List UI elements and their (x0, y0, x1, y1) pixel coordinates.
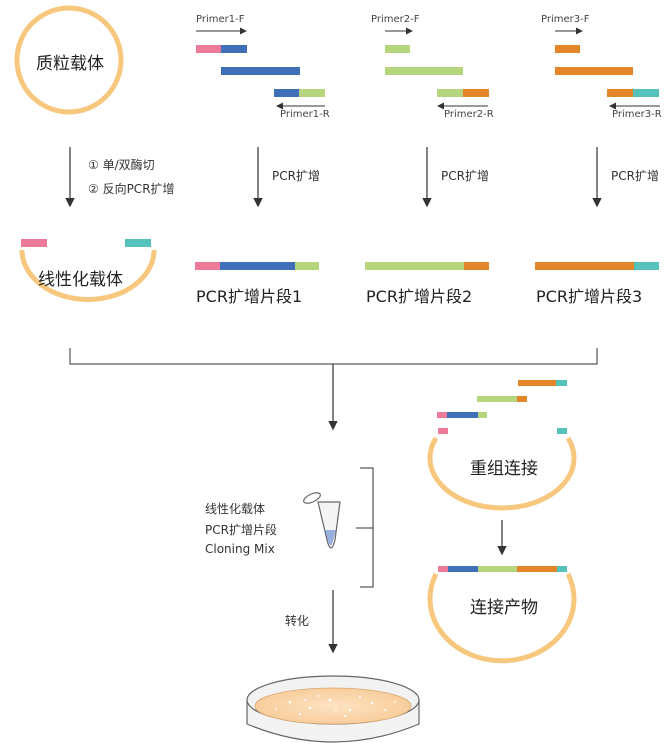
assembly-frag2-orange (517, 396, 527, 402)
linear-vector-arc (19, 249, 157, 302)
product2-orange (464, 262, 489, 270)
vector-right-end (125, 239, 151, 247)
final-orange (517, 566, 557, 572)
primer1-r-tail (299, 89, 325, 97)
final-teal (557, 566, 567, 572)
mix-item-mix: Cloning Mix (205, 542, 275, 556)
pcr-product-1: PCR扩增片段1 (196, 287, 303, 306)
product1-pink (195, 262, 220, 270)
assembly-frag1-green (478, 412, 487, 418)
primer3-f-label: Primer3-F (541, 14, 590, 25)
primer1-f-tail (196, 45, 221, 53)
template2 (385, 67, 463, 75)
assembly-frag1-blue (447, 412, 478, 418)
mix-item-pcr: PCR扩增片段 (205, 523, 277, 537)
product-arc (427, 572, 577, 664)
vector-left-end (21, 239, 47, 247)
primer3-r-body (607, 89, 633, 97)
transformation-label: 转化 (285, 614, 310, 628)
primer2-r-body (437, 89, 463, 97)
final-blue (448, 566, 478, 572)
product1-green (295, 262, 319, 270)
assembly-frag2-green (477, 396, 517, 402)
plasmid-circle (14, 5, 124, 115)
tube-icon (303, 492, 341, 549)
merge-bracket (69, 348, 598, 365)
linearize-step-2: ② 反向PCR扩增 (88, 182, 175, 196)
petri-dish-icon (246, 675, 420, 743)
primer1-r-label: Primer1-R (280, 109, 330, 120)
product-label: 连接产物 (470, 598, 538, 618)
template1 (221, 67, 300, 75)
assembly-frag1-pink (437, 412, 447, 418)
primer1-r-body (274, 89, 299, 97)
pcr-step-1: PCR扩增 (272, 169, 320, 183)
pcr-product-2: PCR扩增片段2 (366, 287, 473, 306)
pcr-product-3: PCR扩增片段3 (536, 287, 643, 306)
primer1-f-label: Primer1-F (196, 14, 245, 25)
final-green (478, 566, 517, 572)
primer2-r-label: Primer2-R (444, 109, 494, 120)
product3-teal (634, 262, 659, 270)
primer3-f-body (555, 45, 580, 53)
recombination-vector-right-end (557, 428, 567, 434)
recombination-vector-left-end (438, 428, 448, 434)
primer1-f-body (221, 45, 247, 53)
primer3-r-tail (633, 89, 659, 97)
primer3-r-label: Primer3-R (612, 109, 662, 120)
primer2-f-body (385, 45, 410, 53)
product3-orange (535, 262, 634, 270)
linear-vector-label: 线性化载体 (38, 270, 123, 290)
recombination-label: 重组连接 (470, 459, 538, 479)
template3 (555, 67, 633, 75)
plasmid-label: 质粒载体 (36, 54, 104, 74)
product1-blue (220, 262, 295, 270)
primer2-r-tail (463, 89, 489, 97)
recombination-arc (427, 436, 577, 511)
assembly-frag3-orange (518, 380, 556, 386)
product2-green (365, 262, 464, 270)
primer2-f-label: Primer2-F (371, 14, 420, 25)
linearize-step-1: ① 单/双酶切 (88, 158, 155, 172)
final-pink (438, 566, 448, 572)
mix-item-vector: 线性化载体 (205, 502, 266, 516)
pcr-step-2: PCR扩增 (441, 169, 489, 183)
pcr-step-3: PCR扩增 (611, 169, 659, 183)
assembly-frag3-teal (556, 380, 567, 386)
